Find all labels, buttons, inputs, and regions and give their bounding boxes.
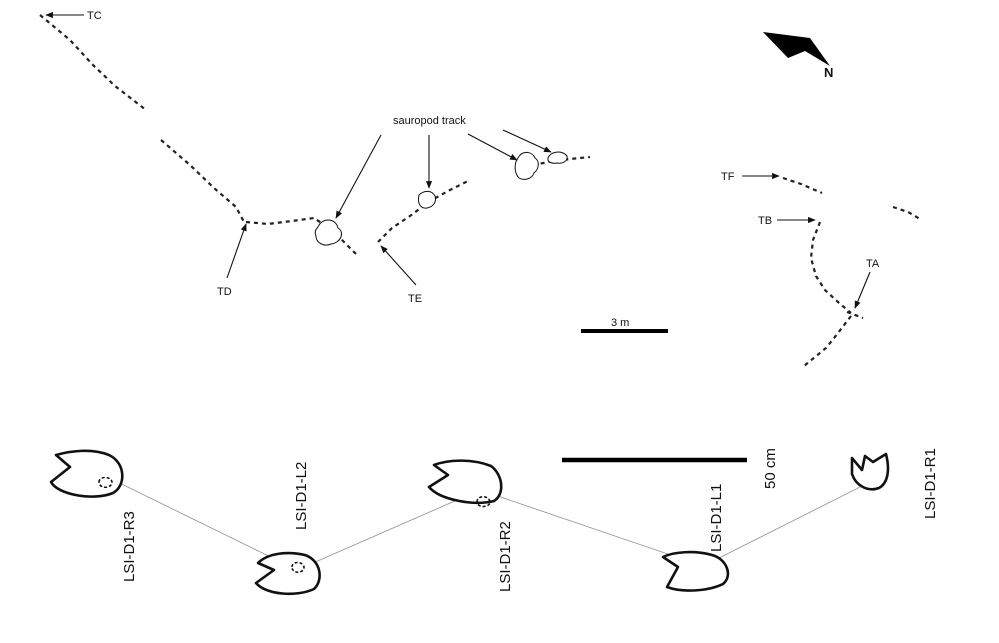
trackway-far-east [892,205,921,220]
trackway-tc [39,14,147,111]
print-label-r3: LSI-D1-R3 [121,511,138,582]
footprint-l1 [661,550,730,592]
label-tc: TC [87,10,102,22]
label-sauropod-track: sauropod track [393,115,466,127]
label-tb: TB [758,215,772,227]
arrow-sauropod-3 [467,133,518,161]
label-te: TE [408,293,422,305]
label-ta: TA [866,258,880,270]
detail-scale-bar: 50 cm [562,448,779,489]
detail-scale-label: 50 cm [762,448,779,489]
arrow-sauropod-1 [335,134,382,219]
trackway-d-junction [245,216,357,255]
print-label-r1: LSI-D1-R1 [922,448,939,519]
trackway-tf [782,176,823,195]
trackway-te [377,179,471,243]
trackway-td [160,139,245,223]
print-label-l1: LSI-D1-L1 [708,484,725,552]
arrow-sauropod-4 [502,129,552,153]
map-scale-bar: 3 m [581,317,668,333]
site-map: TC sauropod track TD TE TF TB TA N 3 m [39,10,921,367]
north-arrow-icon [763,32,830,66]
sauropod-track-4 [547,151,568,164]
sauropod-track-2 [418,190,436,209]
trackway-ta-short [846,310,864,320]
arrow-td [226,223,247,279]
trackway-ta-south [803,315,852,367]
footprint-r3 [49,449,124,498]
print-label-l2: LSI-D1-L2 [293,462,310,530]
label-td: TD [217,286,232,298]
footprint-r1 [850,452,890,491]
sauropod-track-1 [314,219,342,246]
trackway-detail: LSI-D1-R3 LSI-D1-L2 LSI-D1-R2 LSI-D1-L1 … [49,448,939,596]
north-arrow: N [763,32,833,80]
north-label: N [824,65,833,80]
print-label-r2: LSI-D1-R2 [497,521,514,592]
footprint-r2 [427,459,503,508]
sauropod-track-3 [514,151,539,180]
footprint-l2 [254,551,321,596]
label-tf: TF [721,171,735,183]
trackway-tb-ta [809,221,852,314]
arrow-ta [854,271,871,309]
arrow-te [380,245,417,286]
map-scale-label: 3 m [611,317,629,329]
